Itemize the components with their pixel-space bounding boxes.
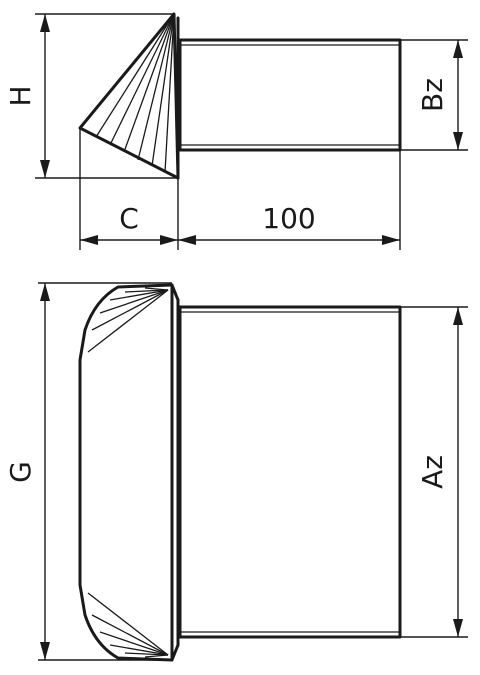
top-view: G	[4, 282, 468, 662]
bz-dimension	[453, 40, 463, 150]
bz-label: Bz	[416, 78, 449, 112]
g-dimension	[40, 283, 50, 660]
h-label: H	[4, 85, 37, 106]
duct-top	[178, 305, 402, 639]
c-label: C	[119, 202, 139, 235]
az-dimension	[453, 307, 463, 637]
hood-top	[78, 283, 180, 662]
length-label: 100	[262, 202, 315, 235]
az-label: Az	[416, 455, 449, 489]
c-dimension	[80, 235, 178, 245]
hood-cone-side	[78, 12, 180, 180]
length-dimension	[178, 235, 400, 245]
side-view: H Bz	[4, 12, 468, 250]
h-dimension	[40, 14, 50, 178]
duct-side	[178, 38, 402, 152]
g-label: G	[4, 461, 37, 483]
